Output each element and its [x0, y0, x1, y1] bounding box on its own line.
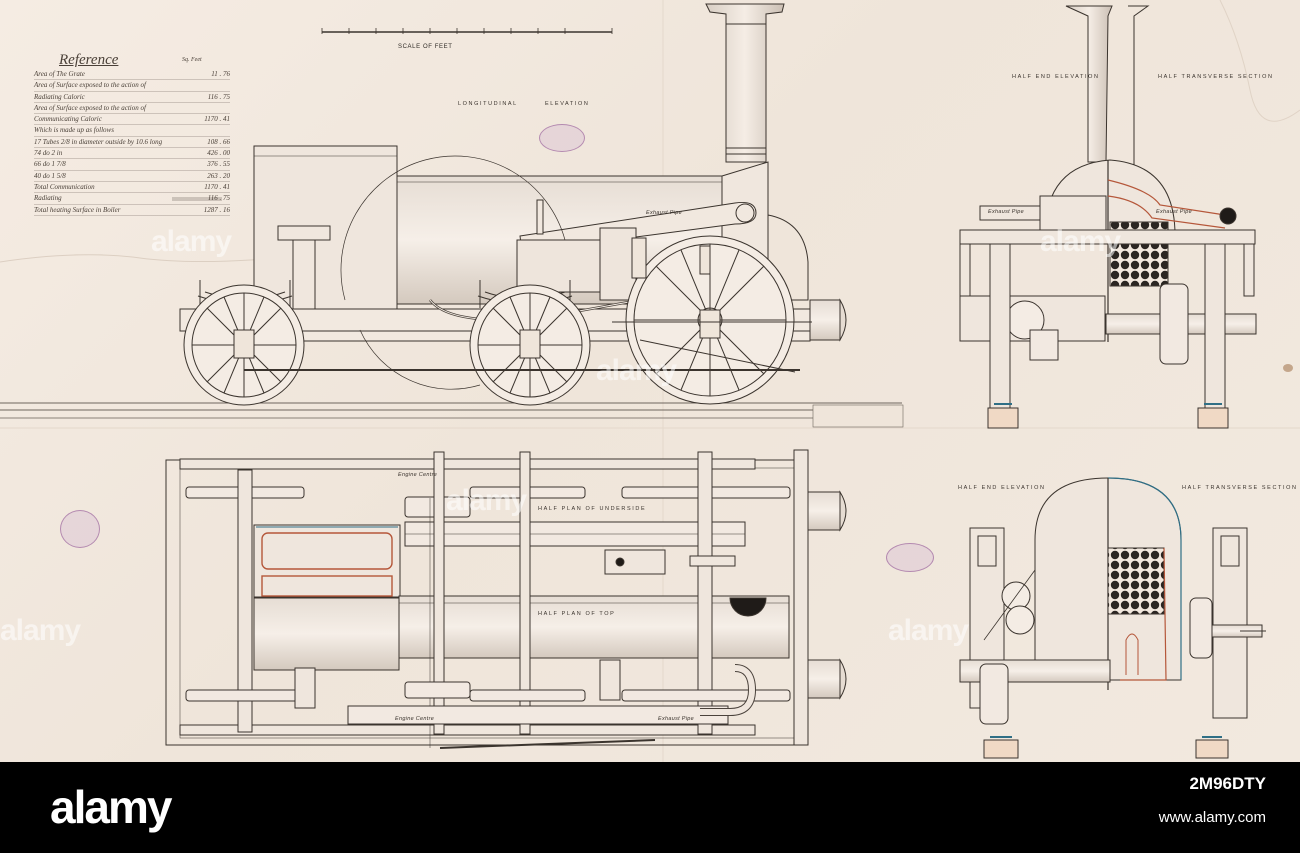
reference-row-label: 74 do 2 in [34, 149, 63, 158]
drawing-sheet: SCALE OF FEET LONGITUDINAL ELEVATION HAL… [0, 0, 1300, 762]
footer-site-url: www.alamy.com [1158, 809, 1266, 826]
reference-row: Area of Surface exposed to the action of [34, 80, 230, 92]
watermark: alamy [446, 484, 527, 517]
reference-row-value: 116 . 75 [207, 194, 230, 203]
reference-row-label: Area of The Grate [34, 70, 85, 78]
reference-row-label: 17 Tubes 2/8 in diameter outside by 10.6… [34, 137, 163, 146]
reference-row: Area of Surface exposed to the action of [34, 103, 230, 115]
reference-row-label: Communicating Caloric [34, 115, 102, 124]
reference-row-value: 1170 . 41 [204, 115, 230, 124]
reference-unit-header: Sq. Feet [182, 57, 202, 63]
reference-row: Which is made up as follows [34, 125, 230, 137]
reference-row: 40 do 1 5/8 263 . 20 [34, 171, 230, 182]
reference-row: 74 do 2 in 426 . 00 [34, 148, 230, 160]
reference-row-value: 263 . 20 [207, 171, 230, 180]
label-engine-centre-bottom: Engine Centre [395, 716, 435, 722]
reference-row-value: 376 . 55 [207, 160, 230, 169]
longitudinal-elevation [0, 3, 904, 428]
watermark: alamy [151, 225, 232, 258]
footer-bar: alamy 2M96DTY www.alamy.com [0, 762, 1300, 853]
reference-row-label: Which is made up as follows [34, 126, 114, 135]
label-half-plan-top: HALF PLAN OF TOP [538, 611, 616, 617]
locomotive-drawing [0, 0, 1300, 762]
watermark: alamy [888, 614, 969, 647]
label-half-end-elevation-top: HALF END ELEVATION [1012, 74, 1100, 80]
reference-row: 17 Tubes 2/8 in diameter outside by 10.6… [34, 137, 230, 149]
label-longitudinal: LONGITUDINAL [458, 101, 518, 107]
reference-row: Total Communication 1170 . 41 [34, 182, 230, 194]
watermark: alamy [1040, 225, 1121, 258]
label-exhaust-pipe-end-left: Exhaust Pipe [988, 209, 1025, 215]
label-half-plan-underside: HALF PLAN OF UNDERSIDE [538, 506, 647, 512]
library-stamp-top [539, 124, 585, 152]
reference-row-label: 40 do 1 5/8 [34, 171, 66, 180]
label-exhaust-pipe-end-right: Exhaust Pipe [1156, 209, 1193, 215]
label-half-transverse-section-top: HALF TRANSVERSE SECTION [1158, 74, 1274, 80]
end-elevation-bottom [959, 477, 1266, 759]
footer-brand-logo: alamy [50, 781, 172, 833]
reference-rows: Area of The Grate 11 . 76 Area of Surface … [34, 69, 230, 216]
reference-row-label: Area of Surface exposed to the action of [34, 103, 146, 112]
reference-row-label: Radiating [34, 194, 62, 203]
reference-row-value: 1170 . 41 [204, 182, 230, 191]
reference-row: Area of The Grate 11 . 76 [34, 69, 230, 81]
label-exhaust-pipe-side: Exhaust Pipe [646, 210, 683, 216]
reference-row-label: Total heating Surface in Boiler [34, 205, 121, 214]
reference-row: Radiating 116 . 75 [34, 193, 230, 205]
reference-rules [172, 197, 222, 201]
label-exhaust-pipe-plan: Exhaust Pipe [658, 716, 695, 722]
watermark: alamy [596, 354, 677, 387]
label-engine-centre-top: Engine Centre [398, 472, 438, 478]
reference-row-value [190, 125, 230, 135]
end-elevation-top [959, 5, 1257, 429]
reference-row-value: 426 . 00 [207, 149, 230, 158]
reference-table: Reference Sq. Feet Area of The Grate 11 .… [34, 52, 230, 216]
reference-row: Radiating Caloric 116 . 75 [34, 92, 230, 103]
library-stamp-right [886, 543, 934, 572]
reference-row: 66 do 1 7/8 376 . 55 [34, 159, 230, 171]
label-half-transverse-section-bottom: HALF TRANSVERSE SECTION [1182, 485, 1298, 491]
watermark: alamy [0, 614, 81, 647]
reference-row-label: 66 do 1 7/8 [34, 160, 66, 169]
scale-of-feet [321, 28, 613, 34]
reference-row-value: 1287 . 16 [203, 205, 230, 214]
label-half-end-elevation-bottom: HALF END ELEVATION [958, 485, 1046, 491]
label-elevation: ELEVATION [545, 101, 590, 107]
reference-row-label: Radiating Caloric [34, 92, 85, 101]
reference-row-value: 108 . 66 [207, 137, 230, 146]
reference-row-value: 11 . 76 [211, 70, 230, 78]
reference-row-label: Total Communication [34, 182, 95, 191]
reference-row-value [190, 80, 230, 90]
reference-row-label: Area of Surface exposed to the action of [34, 81, 146, 90]
reference-row: Communicating Caloric 1170 . 41 [34, 114, 230, 126]
library-stamp-left [60, 510, 100, 548]
reference-row-value [190, 103, 230, 113]
reference-row: Total heating Surface in Boiler 1287 . 16 [34, 205, 230, 216]
plan-views [165, 449, 847, 749]
scale-title: SCALE OF FEET [398, 44, 453, 50]
reference-row-value: 116 . 75 [207, 92, 230, 101]
footer-image-id: 2M96DTY [1189, 774, 1266, 793]
reference-title: Reference [59, 52, 119, 68]
